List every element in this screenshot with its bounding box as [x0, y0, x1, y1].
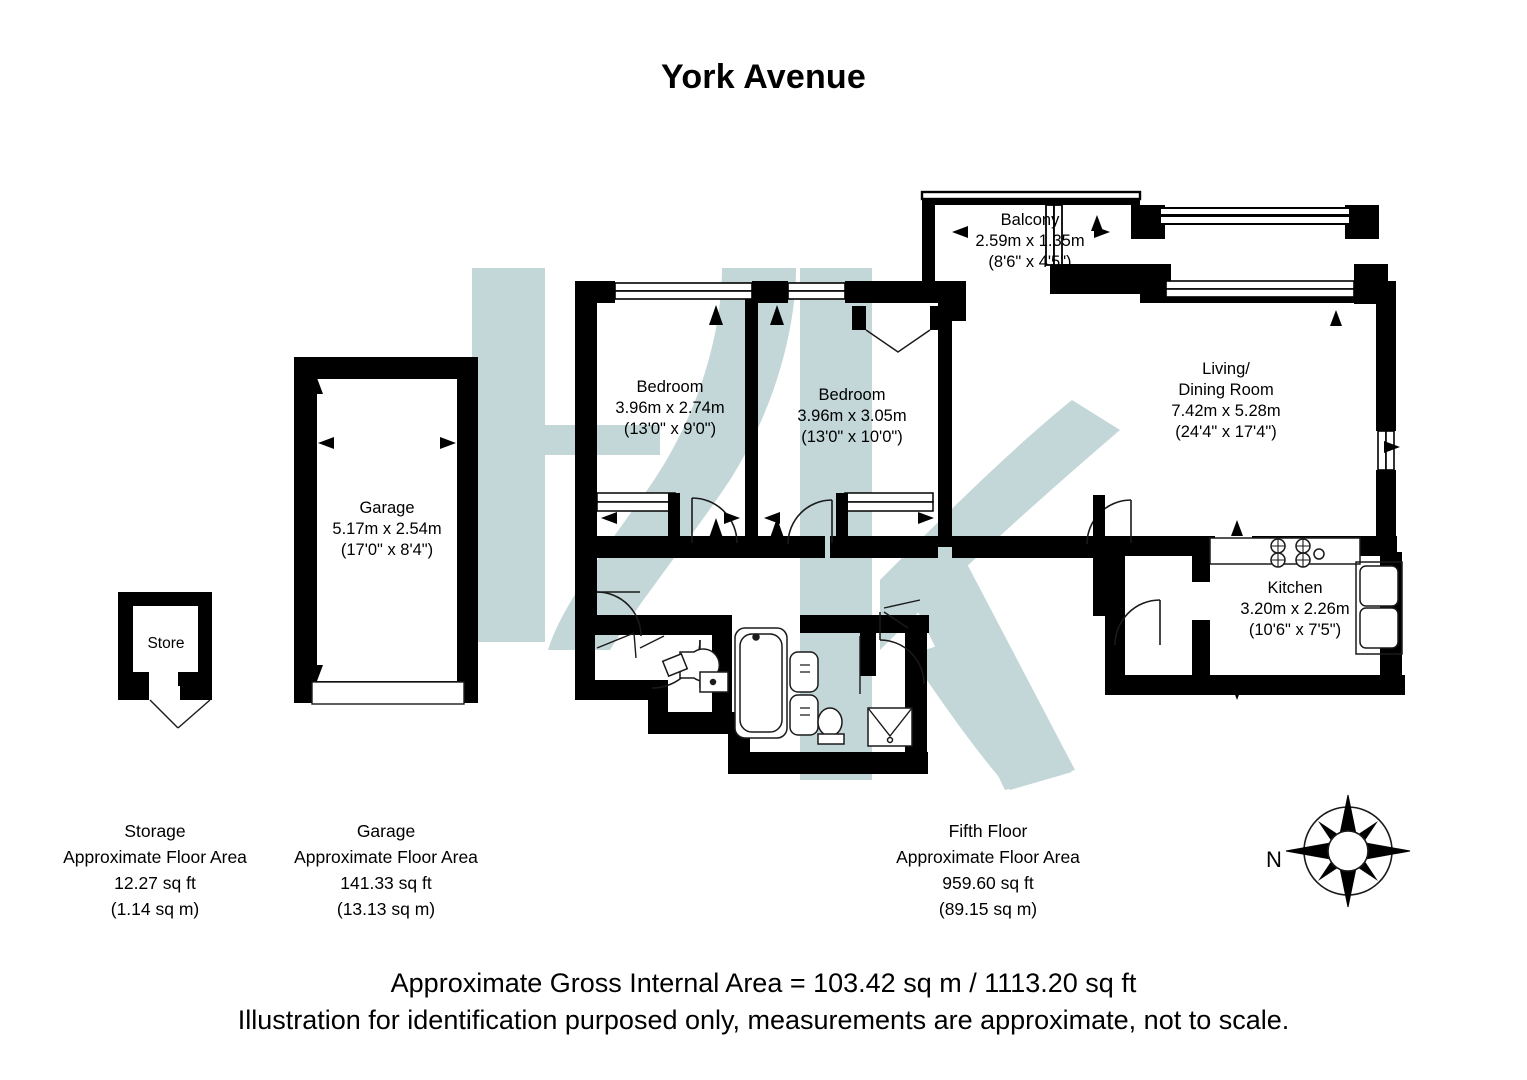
store-structure: [118, 592, 212, 729]
balcony-name: Balcony: [1000, 211, 1060, 229]
storage-area-caption: Approximate Floor Area: [63, 847, 247, 867]
compass-north-label: N: [1266, 847, 1282, 872]
fifth-floor-area-sqm: (89.15 sq m): [938, 899, 1038, 919]
room-label-store: Store: [147, 635, 185, 652]
kitchen-name: Kitchen: [1267, 579, 1323, 597]
area-summary-fifth-floor: Fifth Floor Approximate Floor Area 959.6…: [848, 818, 1128, 922]
room-label-garage: Garage 5.17m x 2.54m (17'0" x 8'4"): [307, 498, 467, 561]
garage-area-sqm: (13.13 sq m): [336, 899, 436, 919]
storage-area-sqm: (1.14 sq m): [110, 899, 200, 919]
room-label-bedroom-2: Bedroom 3.96m x 3.05m (13'0" x 10'0"): [762, 385, 942, 448]
fifth-floor-area-caption: Approximate Floor Area: [896, 847, 1080, 867]
compass-rose-icon: [1285, 794, 1411, 908]
page-title: York Avenue: [660, 58, 866, 96]
bedroom-2-imperial: (13'0" x 10'0"): [801, 428, 903, 446]
kitchen-metric: 3.20m x 2.26m: [1240, 600, 1350, 618]
footer-gross-area: Approximate Gross Internal Area = 103.42…: [390, 968, 1137, 998]
area-summary-garage: Garage Approximate Floor Area 141.33 sq …: [262, 818, 510, 922]
watermark-hk: [472, 268, 1120, 790]
fifth-floor-area-name: Fifth Floor: [948, 821, 1028, 841]
room-label-balcony: Balcony 2.59m x 1.35m (8'6" x 4'5"): [950, 210, 1110, 273]
garage-metric: 5.17m x 2.54m: [332, 520, 442, 538]
room-label-living-dining: Living/ Dining Room 7.42m x 5.28m (24'4"…: [1096, 359, 1356, 443]
room-label-kitchen: Kitchen 3.20m x 2.26m (10'6" x 7'5"): [1215, 578, 1375, 641]
room-label-bedroom-1: Bedroom 3.96m x 2.74m (13'0" x 9'0"): [580, 377, 760, 440]
bedroom-2-name: Bedroom: [818, 386, 886, 404]
balcony-metric: 2.59m x 1.35m: [975, 232, 1085, 250]
kitchen-fixtures: [1209, 537, 1403, 655]
kitchen-imperial: (10'6" x 7'5"): [1248, 621, 1342, 639]
garage-name: Garage: [359, 499, 415, 517]
living-dining-imperial: (24'4" x 17'4"): [1175, 423, 1277, 441]
doors-and-windows: [596, 215, 1400, 700]
bedroom-1-metric: 3.96m x 2.74m: [615, 399, 725, 417]
garage-area-caption: Approximate Floor Area: [294, 847, 478, 867]
footer-disclaimer: Illustration for identification purposed…: [237, 1005, 1290, 1035]
fifth-floor-area-sqft: 959.60 sq ft: [942, 873, 1034, 893]
living-dining-name-2: Dining Room: [1178, 381, 1274, 399]
area-summary-storage: Storage Approximate Floor Area 12.27 sq …: [30, 818, 280, 922]
apartment-walls: [575, 190, 1405, 774]
garage-imperial: (17'0" x 8'4"): [340, 541, 434, 559]
garage-area-sqft: 141.33 sq ft: [340, 873, 432, 893]
balcony-imperial: (8'6" x 4'5"): [988, 253, 1072, 271]
garage-structure: [294, 357, 478, 705]
storage-area-sqft: 12.27 sq ft: [114, 873, 196, 893]
bedroom-1-imperial: (13'0" x 9'0"): [623, 420, 717, 438]
bedroom-1-name: Bedroom: [636, 378, 704, 396]
living-dining-name-1: Living/: [1202, 360, 1250, 378]
bathroom-fixtures: [661, 627, 913, 747]
living-dining-metric: 7.42m x 5.28m: [1171, 402, 1281, 420]
garage-area-name: Garage: [356, 821, 416, 841]
bedroom-2-metric: 3.96m x 3.05m: [797, 407, 907, 425]
storage-area-name: Storage: [124, 821, 186, 841]
